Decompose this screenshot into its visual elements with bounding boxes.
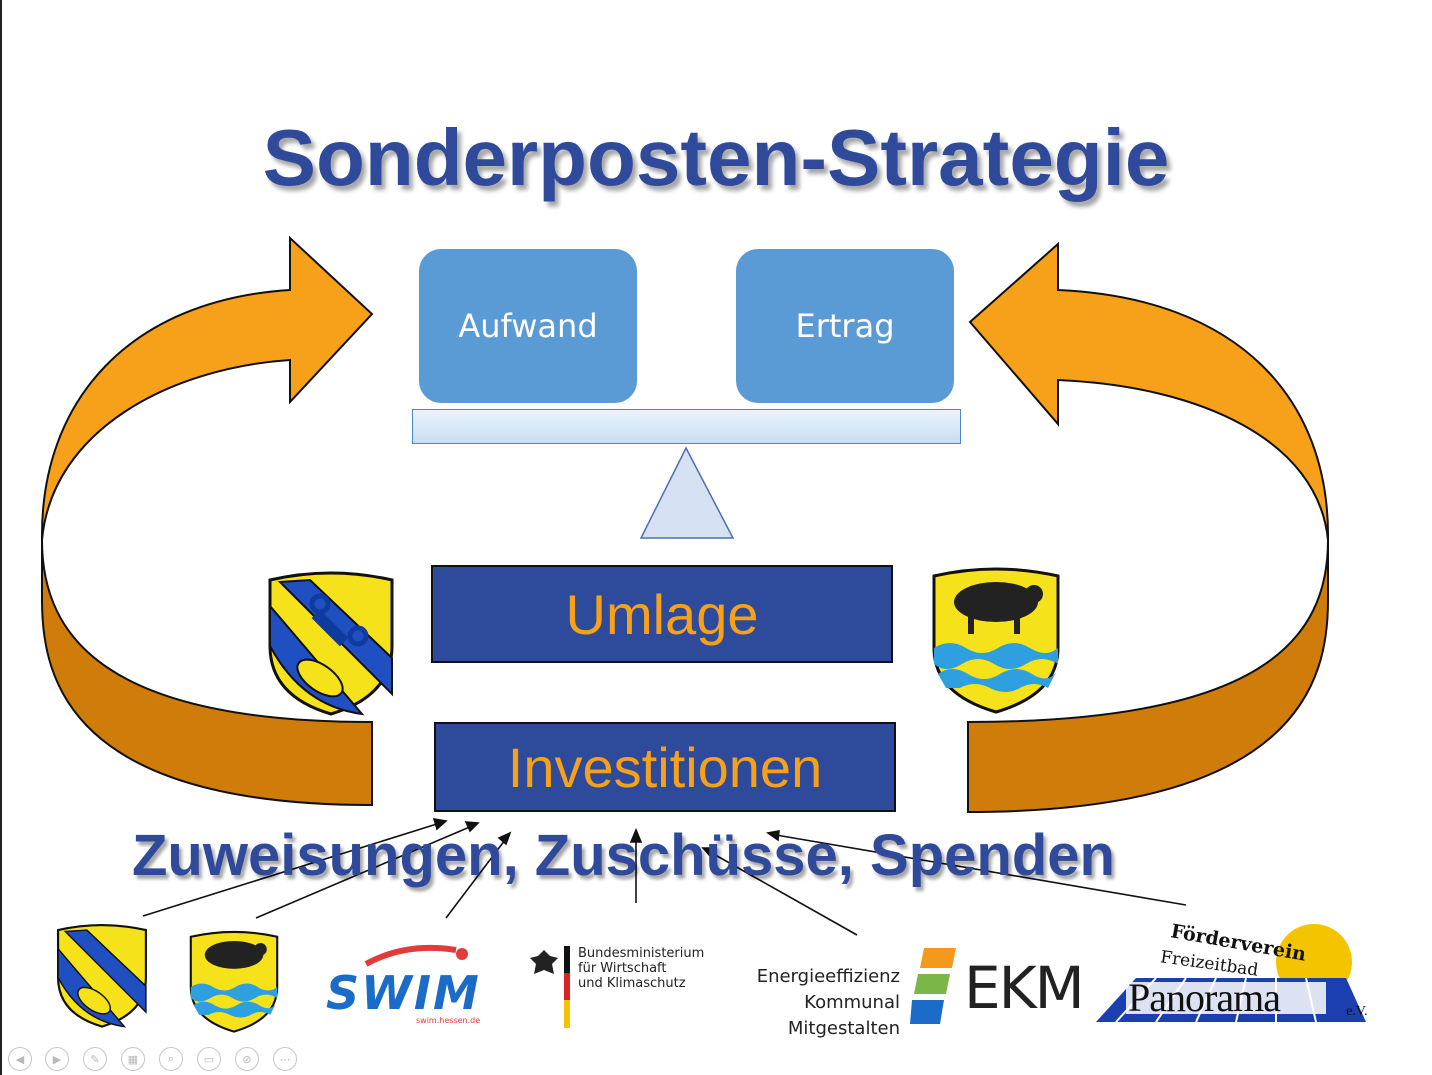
scale-beam <box>412 409 961 444</box>
bmwk-line2: für Wirtschaft <box>578 961 667 976</box>
prev-icon[interactable]: ◀ <box>8 1047 32 1071</box>
ekm-mark: EKM <box>964 954 1085 1022</box>
bmwk-line1: Bundesministerium <box>578 946 705 961</box>
aufwand-box: Aufwand <box>419 249 637 403</box>
ekm-bars-icon <box>910 948 956 1024</box>
umlage-box: Umlage <box>431 565 893 663</box>
investitionen-box: Investitionen <box>434 722 896 812</box>
funding-arrows <box>142 817 1187 936</box>
right-arrow-lower <box>967 539 1329 814</box>
right-arrow-upper <box>968 241 1330 541</box>
ertrag-label: Ertrag <box>795 307 895 345</box>
slides-icon[interactable]: ▦ <box>121 1047 145 1071</box>
sources-label: Zuweisungen, Zuschüsse, Spenden <box>132 823 1115 888</box>
ekm-logo: Energieeffizienz Kommunal Mitgestalten E… <box>700 946 1085 1039</box>
coat-of-arms-dietzhoelztal-small <box>189 930 279 1033</box>
swimmer-icon <box>364 944 468 967</box>
federal-eagle-icon <box>530 950 558 974</box>
bmwk-line3: und Klimaschutz <box>578 976 686 991</box>
ekm-line2: Kommunal Mitgestalten <box>787 992 900 1039</box>
umlage-label: Umlage <box>565 582 759 646</box>
camera-icon[interactable]: ⊘ <box>235 1047 259 1071</box>
foerderverein-logo: Förderverein Freizeitbad Panorama e.V. <box>1096 918 1376 1028</box>
swim-url: swim.hessen.de <box>416 1016 481 1025</box>
left-arrow-upper <box>40 235 374 541</box>
aufwand-label: Aufwand <box>458 307 598 345</box>
panorama-word: Panorama <box>1128 975 1281 1020</box>
swim-word: SWIM <box>326 966 481 1020</box>
pen-icon[interactable]: ✎ <box>83 1047 107 1071</box>
panorama-graphic <box>1096 924 1366 1023</box>
coat-of-arms-dietzhoelztal-large <box>932 567 1060 714</box>
more-icon[interactable]: ⋯ <box>273 1047 297 1071</box>
left-arrow-lower <box>41 539 373 807</box>
zoom-icon[interactable]: ⌕ <box>159 1047 183 1071</box>
coat-of-arms-eschenburg-small <box>57 923 147 1028</box>
subtitle-icon[interactable]: ▭ <box>197 1047 221 1071</box>
coat-of-arms-eschenburg-large <box>268 571 394 716</box>
slide-left-edge <box>0 0 2 1075</box>
panorama-suffix: e.V. <box>1346 1004 1368 1019</box>
bmwk-logo: Bundesministerium für Wirtschaft und Kli… <box>528 946 704 1028</box>
scale-fulcrum <box>639 446 735 539</box>
swim-logo: SWIM swim.hessen.de <box>326 938 480 1028</box>
next-icon[interactable]: ▶ <box>45 1047 69 1071</box>
investitionen-label: Investitionen <box>507 735 823 799</box>
slide-title: Sonderposten-Strategie <box>262 113 1170 202</box>
flag-stripe <box>564 946 570 1028</box>
ertrag-box: Ertrag <box>736 249 954 403</box>
ekm-line1: Energieeffizienz <box>756 966 900 987</box>
